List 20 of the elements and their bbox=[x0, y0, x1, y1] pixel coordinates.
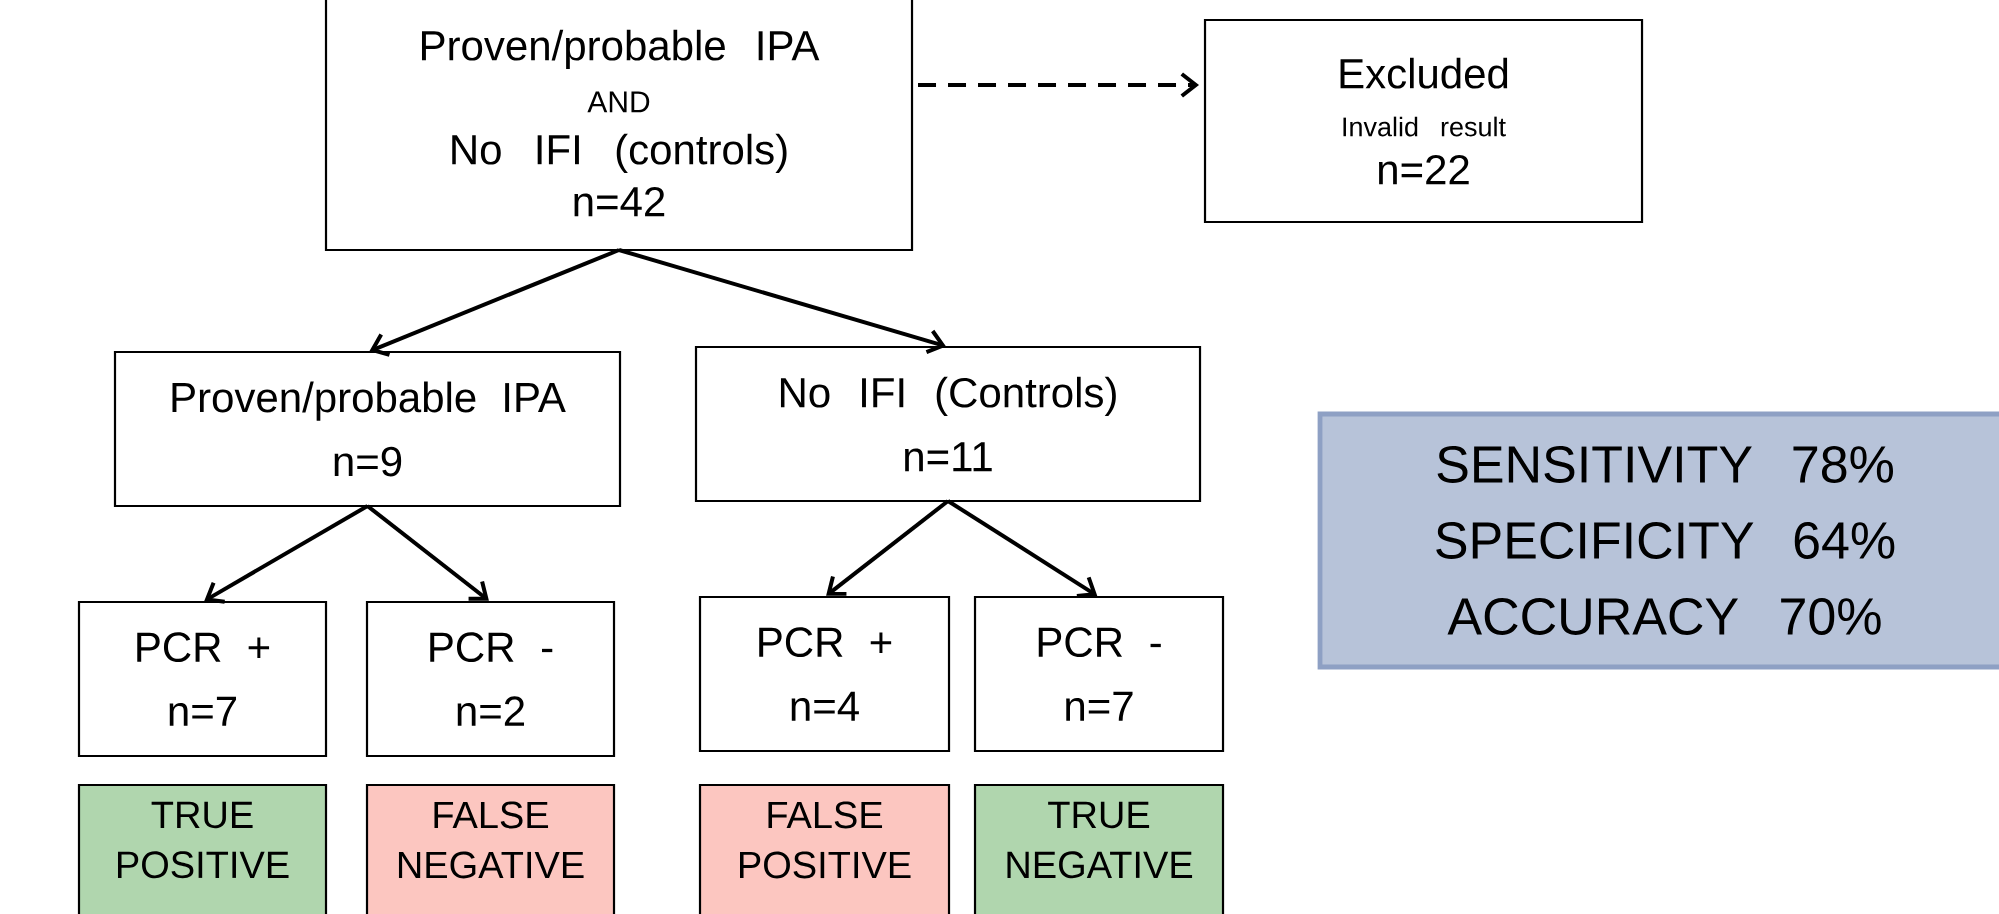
process-box: Proven/probable IPA AND No IFI (controls) n=42 bbox=[324, 0, 914, 252]
process-box: Excluded Invalid result n=22 bbox=[1203, 18, 1644, 224]
arrow bbox=[204, 504, 369, 604]
arrow bbox=[618, 248, 947, 354]
summary-panel: SENSITIVITY 78% SPECIFICITY 64% ACCURACY 70% bbox=[1317, 411, 1999, 670]
arrow bbox=[946, 499, 1098, 598]
arrow bbox=[918, 72, 1199, 98]
process-box: Proven/probable IPA n=9 bbox=[113, 350, 622, 508]
process-box: No IFI (Controls) n=11 bbox=[694, 345, 1202, 503]
arrow bbox=[826, 499, 950, 596]
arrow bbox=[369, 248, 620, 357]
outcome-box: FALSE POSITIVE bbox=[698, 783, 951, 914]
result-box: PCR - n=2 bbox=[365, 600, 616, 758]
result-box: PCR - n=7 bbox=[973, 595, 1225, 753]
result-box: PCR + n=7 bbox=[77, 600, 328, 758]
arrow bbox=[366, 504, 489, 601]
outcome-box: TRUE POSITIVE bbox=[77, 783, 328, 914]
result-box: PCR + n=4 bbox=[698, 595, 951, 753]
outcome-box: TRUE NEGATIVE bbox=[973, 783, 1225, 914]
outcome-box: FALSE NEGATIVE bbox=[365, 783, 616, 914]
